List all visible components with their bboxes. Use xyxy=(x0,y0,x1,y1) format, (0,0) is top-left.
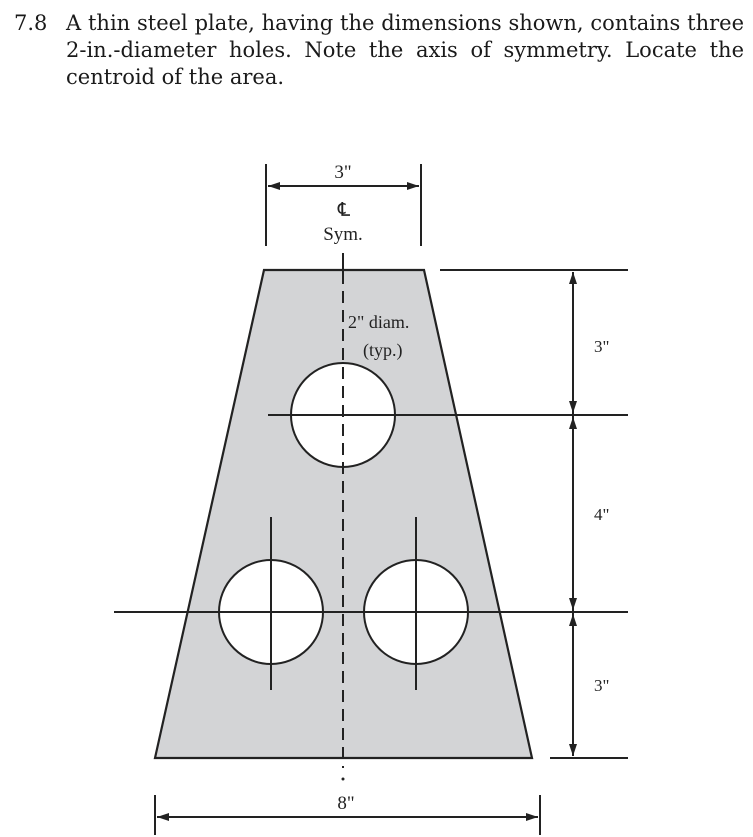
label-symmetry: Sym. xyxy=(323,224,363,245)
label-centerline-symbol: ℄ xyxy=(337,200,351,221)
steel-plate xyxy=(153,268,534,760)
problem-number: 7.8 xyxy=(14,11,48,35)
label-bottom-width: 8" xyxy=(337,793,354,814)
problem-text: A thin steel plate, having the dimension… xyxy=(66,11,744,89)
bottom-arrow-left xyxy=(157,813,169,821)
problem-statement: 7.8 A thin steel plate, having the dimen… xyxy=(14,10,744,91)
label-dim-lower: 3" xyxy=(594,676,609,695)
label-hole-diameter: 2" diam. xyxy=(348,312,409,332)
label-top-width: 3" xyxy=(334,162,351,183)
bottom-arrow-right xyxy=(526,813,538,821)
top-arrow-left xyxy=(268,182,280,190)
top-arrow-right xyxy=(407,182,419,190)
label-hole-typical: (typ.) xyxy=(363,340,403,361)
vertical-dimension-arrows xyxy=(569,272,577,756)
symmetry-axis-dot xyxy=(341,777,345,781)
label-dim-upper: 3" xyxy=(594,337,609,356)
label-dim-middle: 4" xyxy=(594,505,609,524)
